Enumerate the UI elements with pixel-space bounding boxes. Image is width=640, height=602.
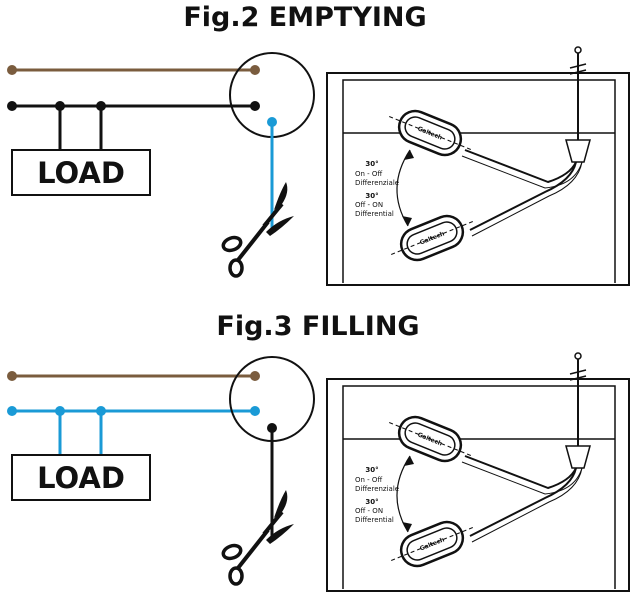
fig2-float-upper: Galtech [389, 109, 471, 157]
fig3-load-box [11, 454, 151, 501]
fig3-lower-text-1: Off - ON [355, 507, 383, 515]
fig2-lower-text-2: Differential [355, 210, 394, 218]
fig2-title: Fig.2 EMPTYING [183, 2, 426, 33]
figure-emptying: Fig.2 EMPTYING LOAD [7, 2, 630, 286]
fig3-scissors-icon [219, 488, 296, 586]
fig2-load-label: LOAD [37, 156, 125, 190]
figure-filling: Fig.3 FILLING LOAD [7, 311, 630, 592]
fig3-lower-text-2: Differential [355, 516, 394, 524]
fig3-upper-angle: 30° [365, 466, 378, 474]
fig2-mount [461, 46, 591, 237]
fig2-float-lower: Galtech [391, 214, 473, 262]
fig2-lower-angle: 30° [365, 192, 378, 200]
fig3-load-label: LOAD [37, 461, 125, 495]
fig3-upper-text-1: On - Off [355, 476, 382, 484]
fig2-upper-text-1: On - Off [355, 170, 382, 178]
fig2-scissors-icon [219, 180, 296, 278]
fig3-float-upper: Galtech [389, 415, 471, 463]
fig2-lower-text-1: Off - ON [355, 201, 383, 209]
fig2-upper-text-2: Differenziale [355, 179, 399, 187]
fig3-float-lower: Galtech [391, 520, 473, 568]
fig2-upper-angle: 30° [365, 160, 378, 168]
fig2-wiring [7, 52, 315, 230]
fig3-wiring [7, 356, 315, 540]
fig3-mount [461, 352, 591, 543]
fig3-title: Fig.3 FILLING [216, 311, 419, 342]
fig3-upper-text-2: Differenziale [355, 485, 399, 493]
fig2-load-box [11, 149, 151, 196]
fig3-lower-angle: 30° [365, 498, 378, 506]
